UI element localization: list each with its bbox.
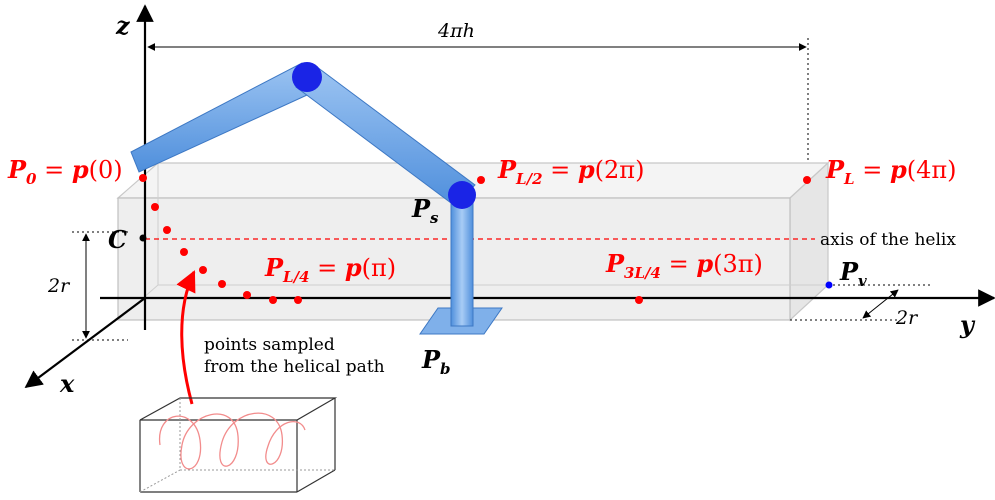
helix-sample-point	[151, 203, 159, 211]
robot-link-1	[130, 62, 319, 173]
helix-axis-label: axis of the helix	[820, 230, 956, 250]
inset-helix-box	[139, 397, 338, 493]
helix-sample-point	[803, 176, 811, 184]
height-label: 2r	[47, 275, 71, 297]
helix-sample-point	[243, 291, 251, 299]
label-p3l4: P3L/4 = p(3π)	[605, 249, 763, 282]
label-pb: Pb	[421, 345, 451, 378]
label-p0: P0 = p(0)	[7, 155, 123, 188]
helix-sample-point	[199, 266, 207, 274]
x-axis-label: x	[59, 369, 75, 398]
label-pl2: PL/2 = p(2π)	[497, 155, 644, 188]
robot-link-3	[450, 195, 474, 327]
helix-sample-point	[269, 296, 277, 304]
label-pl4: PL/4 = p(π)	[264, 253, 396, 286]
width-label: 2r	[895, 307, 919, 329]
helix-sample-point	[180, 248, 188, 256]
width-dimension	[790, 284, 930, 321]
robot-joint-top	[292, 62, 322, 92]
point-pv	[825, 281, 833, 289]
label-pl: PL = p(4π)	[825, 155, 957, 188]
height-dimension	[72, 231, 128, 341]
helix-sample-point	[218, 280, 226, 288]
helix-sample-point	[163, 226, 171, 234]
helix-sample-point	[294, 296, 302, 304]
inset-helix-curve	[159, 412, 306, 470]
label-pv: Pv	[839, 257, 867, 290]
length-dimension	[147, 38, 809, 163]
x-axis	[24, 297, 146, 389]
y-axis-label: y	[959, 310, 976, 339]
robot-joint-ps	[448, 181, 476, 209]
length-label: 4πh	[437, 20, 475, 42]
sampled-caption-line2: from the helical path	[204, 357, 385, 377]
label-ps: Ps	[411, 194, 439, 227]
helix-sample-point	[477, 176, 485, 184]
helix-sample-point	[635, 296, 643, 304]
robot-arm	[130, 62, 503, 335]
callout-arrow	[176, 270, 196, 405]
center-point-c	[139, 234, 147, 242]
center-label: C	[108, 225, 127, 254]
helix-sample-points	[139, 174, 811, 304]
helix-sample-point	[139, 174, 147, 182]
z-axis-label: z	[115, 11, 131, 40]
sampled-caption-line1: points sampled	[204, 335, 335, 355]
